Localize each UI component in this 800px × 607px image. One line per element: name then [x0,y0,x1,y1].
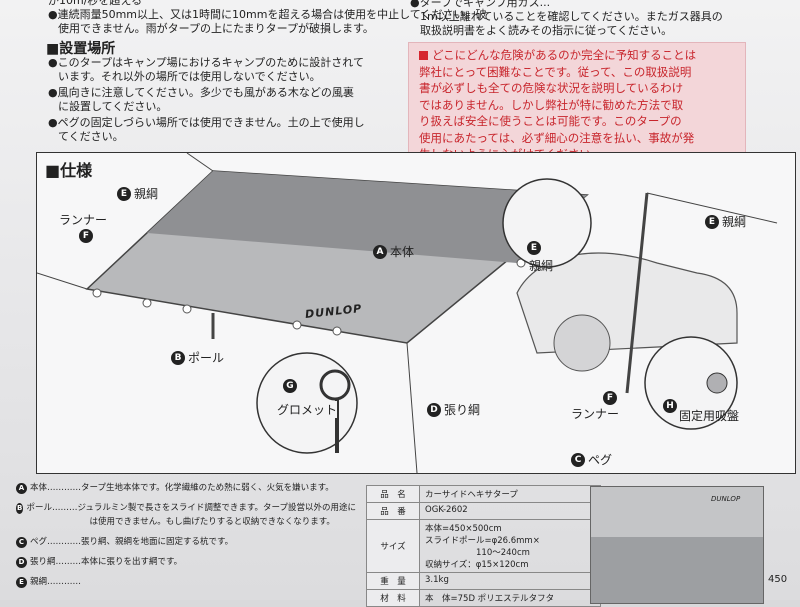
top-text-line: ●ペグの固定しづらい場所では使用できません。土の上で使用し [48,116,365,129]
label-runner-left-badge: F [79,229,96,243]
main-rope [186,153,214,172]
label-runner-right: ランナー [571,407,620,421]
diagram-title: ■仕様 [45,161,93,180]
thumb-shade [591,487,763,537]
guy-line [37,272,88,290]
thumb-dimension: 450 [768,574,788,585]
grommet-dot [142,298,152,308]
top-text-line: が10m/秒を超える [48,0,143,7]
tarp-thumbnail: DUNLOP [590,486,764,604]
warning-line: 弊社にとって困難なことです。従って、この取扱説明 [419,64,692,79]
warning-line: 使用にあたっては、必ず細心の注意を払い、事故が発 [419,130,695,145]
top-text-line: ●風向きに注意してください。多少でも風がある木などの風裏 [48,86,354,99]
label-grommet: グロメット [277,401,338,418]
knot-zoom [502,178,592,268]
warning-line: 書が必ずしも全ての危険な状況を説明しているわけ [419,81,684,95]
top-right-line: ●タープでキャンプ用ガス... [410,0,551,9]
top-text-line: に設置してください。 [58,100,168,113]
grommet-dot [292,320,302,330]
grommet-dot [92,288,102,298]
warning-box: どこにどんな危険があるのか完全に予知することは 弊社にとって困難なことです。従っ… [408,42,746,161]
top-text-line: てください。 [58,130,124,143]
label-runner-left: ランナー [59,213,108,227]
warning-line: ではありません。しかし弊社が特に勧めた方法で取 [419,97,684,112]
badge-e: E [117,186,131,201]
top-text-line: 使用できません。雨がタープの上にたまりタープが破損します。 [58,22,374,35]
top-text-line: ●連続雨量50mm以上、又は1時間に10mmを超える場合は使用を中止してください… [48,8,487,21]
grommet-dot [332,326,342,336]
table-row: 材 料本 体=75D ポリエステルタフタ [366,589,601,607]
thumb-brand: DUNLOP [711,495,741,503]
label-grommet-badge: G [283,379,300,393]
tarp-shade [147,171,587,263]
table-row: サイズ本体=450×500cm スライドポール=φ26.6mm× 110～240… [366,519,601,573]
label-runner-right-badge: F [603,391,620,405]
top-text-line: います。それ以外の場所では使用しないでください。 [58,70,321,83]
warning-line: どこにどんな危険があるのか完全に予知することは [432,48,697,62]
label-suction: 固定用吸盤 [679,409,740,423]
spec-diagram: ■仕様 [36,152,796,474]
table-row: 品 名カーサイドヘキサタープ [366,485,601,503]
section-title-setup: ■設置場所 [46,41,116,57]
top-text-line: ●このタープはキャンプ場におけるキャンプのために設計されて [48,56,364,69]
legend-row: は使用できません。もし曲げたりすると収納できなくなります。 [30,517,335,527]
warning-square-icon [419,51,428,60]
car-wheel [553,314,611,372]
label-knot: 親綱 [529,259,554,273]
label-suction-badge: H [663,399,680,413]
suction-cup [706,372,728,394]
car-pole [625,192,649,394]
stake-rope [406,342,418,474]
grommet-dot [182,304,192,314]
top-right-line: 1m以上離れていることを確認してください。またガス器具の [420,10,723,23]
top-right-line: 取扱説明書をよく読みその指示に従ってください。 [420,24,673,37]
label-knot-badge: E [527,241,544,255]
car-rope [646,192,778,224]
warning-line: り扱えば安全に使うことは可能です。このタープの [419,114,682,128]
